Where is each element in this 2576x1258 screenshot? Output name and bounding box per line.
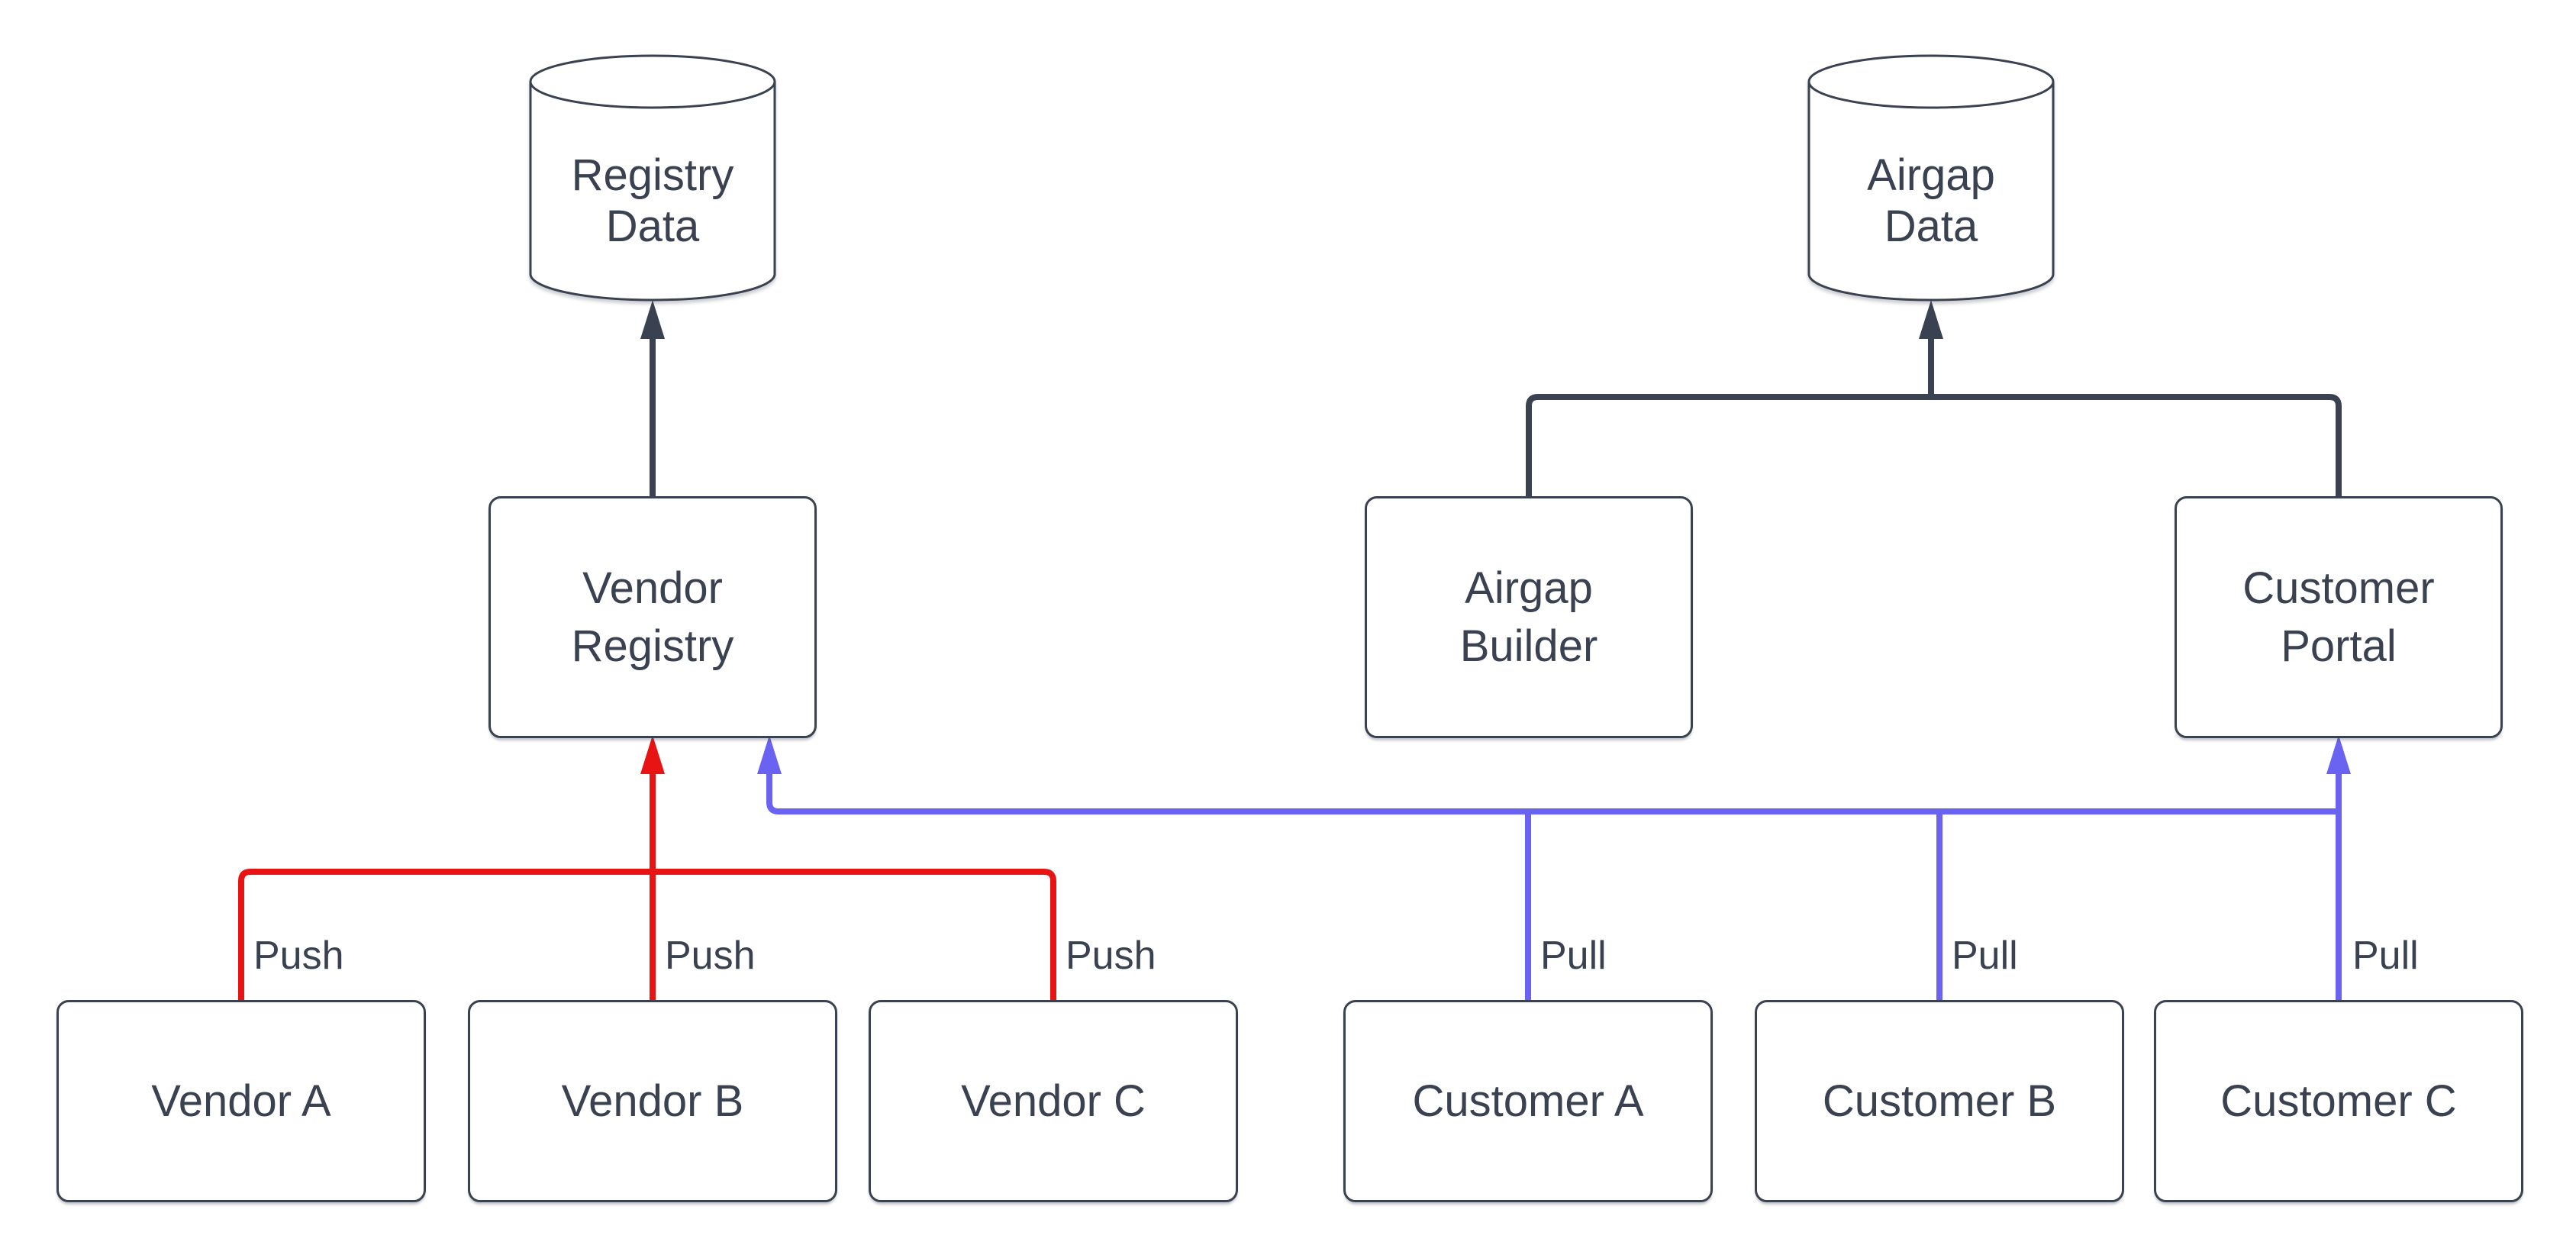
customer-portal-line1: Customer [2242, 563, 2435, 614]
arrowhead-push-vendor-registry [640, 735, 665, 774]
customer-b-label: Customer B [1822, 1076, 2057, 1126]
push-label-vendor-b: Push [665, 934, 756, 978]
registry-data-label: Registry Data [530, 124, 775, 277]
pull-label-customer-b: Pull [1952, 934, 2018, 978]
arrowhead-pull-vendor-registry [757, 735, 782, 774]
customer-a-label: Customer A [1412, 1076, 1644, 1126]
vendor-c-label: Vendor C [961, 1076, 1146, 1126]
vendor-b-node: Vendor B [468, 1000, 837, 1202]
airgap-builder-line1: Airgap [1465, 563, 1593, 614]
airgap-builder-line2: Builder [1459, 621, 1598, 671]
customer-c-node: Customer C [2154, 1000, 2523, 1202]
cylinder-top-rim [529, 81, 776, 109]
arrowhead-airgap-data [1919, 300, 1943, 339]
pull-label-customer-c: Pull [2352, 934, 2419, 978]
pull-label-customer-a: Pull [1540, 934, 1607, 978]
edge-airgap-merge [1526, 394, 2342, 496]
airgap-data-line1: Airgap [1867, 150, 1995, 200]
vendor-a-node: Vendor A [56, 1000, 426, 1202]
vendor-b-label: Vendor B [561, 1076, 744, 1126]
arrowhead-pull-customer-portal [2326, 735, 2351, 774]
registry-data-cylinder [529, 54, 776, 302]
customer-c-label: Customer C [2220, 1076, 2457, 1126]
vendor-a-label: Vendor A [151, 1076, 331, 1126]
airgap-data-line2: Data [1884, 202, 1978, 251]
customer-a-node: Customer A [1343, 1000, 1713, 1202]
push-label-vendor-a: Push [253, 934, 344, 978]
customer-b-node: Customer B [1755, 1000, 2124, 1202]
customer-portal-node: Customer Portal [2175, 496, 2503, 738]
registry-data-line2: Data [605, 202, 700, 251]
airgap-builder-node: Airgap Builder [1365, 496, 1693, 738]
cylinder-body [1807, 54, 2055, 302]
customer-portal-line2: Portal [2281, 621, 2397, 671]
edge-pull-trunk-to-vendor-registry [766, 773, 2339, 814]
vendor-registry-line1: Vendor [582, 563, 723, 614]
airgap-data-label: Airgap Data [1809, 124, 2053, 277]
arrowhead-registry-data [640, 300, 665, 339]
edge-push-trunk [238, 869, 1056, 1000]
vendor-registry-line2: Registry [571, 621, 734, 671]
vendor-registry-node: Vendor Registry [488, 496, 817, 738]
airgap-data-cylinder [1807, 54, 2055, 302]
push-label-vendor-c: Push [1066, 934, 1156, 978]
vendor-c-node: Vendor C [869, 1000, 1238, 1202]
registry-data-line1: Registry [571, 150, 734, 200]
cylinder-body [529, 54, 776, 302]
cylinder-top-rim [1807, 81, 2055, 109]
